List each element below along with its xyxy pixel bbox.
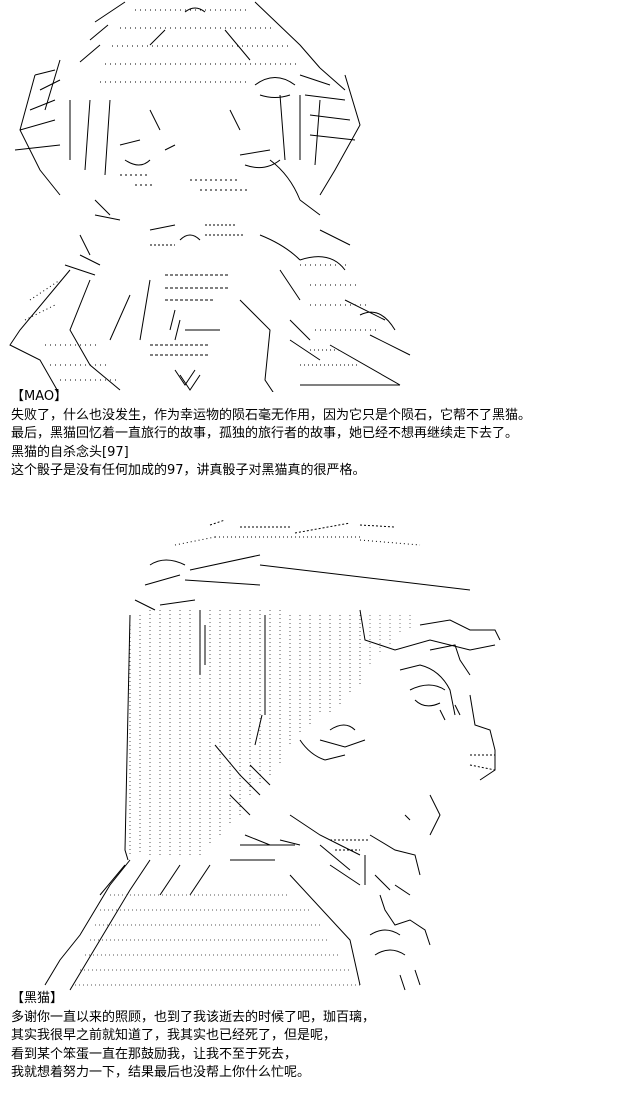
narration-line: 最后，黑猫回忆着一直旅行的故事，孤独的旅行者的故事，她已经不想再继续走下去了。 (11, 426, 519, 441)
dialogue-block-1: 【MAO】 失败了，什么也没发生，作为幸运物的陨石毫无作用，因为它只是个陨石，它… (11, 388, 629, 481)
dialogue-line: 我就想着努力一下，结果最后也没帮上你什么忙呢。 (11, 1065, 311, 1080)
narration-line: 这个骰子是没有任何加成的97，讲真骰子对黑猫真的很严格。 (11, 463, 366, 478)
speaker-label: 【MAO】 (11, 389, 68, 404)
ascii-art-top-svg (9, 1, 411, 392)
dialogue-line: 多谢你一直以来的照顾，也到了我该逝去的时候了吧，珈百璃， (11, 1009, 376, 1025)
dialogue-block-2: 【黑猫】 多谢你一直以来的照顾，也到了我该逝去的时候了吧，珈百璃， 其实我很早之… (11, 990, 629, 1083)
ascii-art-illustration-bottom (0, 515, 633, 993)
speaker-label: 【黑猫】 (11, 991, 64, 1006)
narration-line: 失败了，什么也没发生，作为幸运物的陨石毫无作用，因为它只是个陨石，它帮不了黑猫。 (11, 407, 532, 423)
ascii-art-illustration-top (0, 0, 633, 392)
narration-line: 黑猫的自杀念头[97] (11, 444, 129, 460)
dialogue-line: 看到某个笨蛋一直在那鼓励我，让我不至于死去， (11, 1046, 298, 1062)
dialogue-line: 其实我很早之前就知道了，我其实也已经死了，但是呢， (11, 1028, 337, 1043)
ascii-art-bottom-svg (44, 519, 501, 991)
